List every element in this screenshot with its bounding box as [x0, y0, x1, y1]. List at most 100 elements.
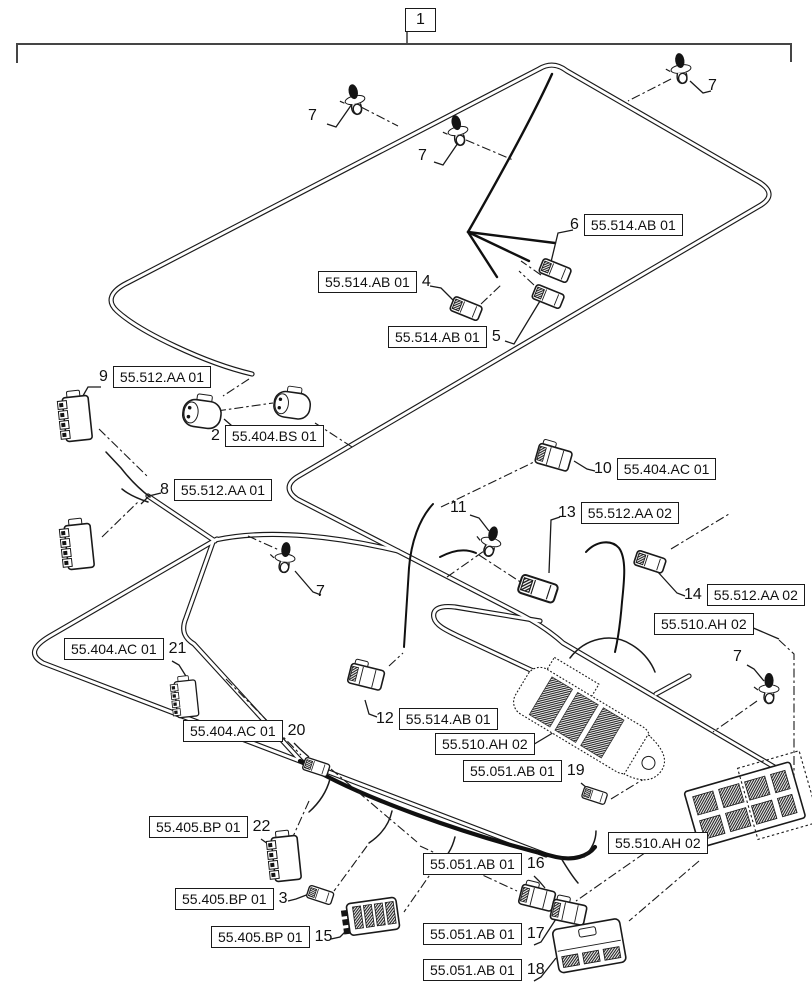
item-number: 12	[376, 710, 394, 728]
item-number: 18	[526, 961, 545, 979]
wire-bundle	[105, 72, 656, 884]
item-number: 20	[287, 722, 306, 740]
section-ref-box[interactable]: 55.514.AB 01	[398, 708, 498, 731]
connector-20-illustration	[301, 756, 331, 778]
item-number: 16	[526, 855, 545, 873]
callout-7-right: 7	[733, 649, 742, 665]
connector-22-illustration	[264, 828, 303, 884]
item-number: 7	[316, 583, 325, 600]
assembly-number-box[interactable]: 1	[405, 8, 436, 33]
item-number: 4	[421, 273, 431, 291]
assembly-bracket	[16, 32, 792, 63]
section-ref-box[interactable]: 55.405.BP 01	[175, 888, 274, 911]
connector-19-illustration	[580, 785, 609, 806]
fuse-box-illustration	[683, 750, 812, 848]
fuse-holder-illustration	[513, 656, 665, 781]
item-number: 21	[168, 640, 187, 658]
section-ref-box[interactable]: 55.405.BP 01	[211, 926, 310, 949]
connector-10-illustration	[533, 437, 575, 473]
section-ref-box[interactable]: 55.404.BS 01	[224, 425, 324, 448]
callout-7-center: 7	[316, 584, 325, 600]
retainer-clip-icon	[472, 522, 506, 560]
connector-21-illustration	[168, 674, 200, 719]
association-lines	[98, 78, 795, 922]
connector-17-illustration	[549, 893, 590, 927]
connector-2-mate-illustration	[271, 383, 314, 422]
item-number: 6	[570, 216, 579, 234]
section-ref-box[interactable]: 55.512.AA 01	[112, 366, 211, 389]
connector-9-illustration	[55, 388, 94, 444]
connector-14-illustration	[632, 549, 668, 575]
item-number: 2	[211, 427, 220, 445]
section-ref-box[interactable]: 55.514.AB 01	[388, 326, 487, 349]
item-number: 9	[99, 368, 108, 386]
section-ref-box[interactable]: 55.510.AH 02	[435, 733, 535, 756]
section-ref-box[interactable]: 55.405.BP 01	[149, 816, 248, 839]
item-number: 7	[418, 147, 427, 164]
section-ref-box[interactable]: 55.514.AB 01	[583, 214, 683, 237]
connector-3-illustration	[305, 884, 335, 906]
section-ref-box[interactable]: 55.051.AB 01	[423, 853, 522, 876]
item-number: 7	[708, 77, 717, 94]
section-ref-box[interactable]: 55.051.AB 01	[423, 959, 522, 982]
connector-18-illustration	[551, 917, 628, 975]
section-ref-box[interactable]: 55.404.AC 01	[616, 458, 717, 481]
connector-16-illustration	[517, 878, 558, 913]
callout-7-top-left: 7	[308, 108, 317, 124]
section-ref-box[interactable]: 55.510.AH 02	[654, 613, 754, 636]
item-number: 7	[308, 107, 317, 124]
item-number: 17	[526, 925, 545, 943]
item-number: 3	[278, 890, 288, 908]
section-ref-box[interactable]: 55.512.AA 02	[706, 584, 805, 607]
section-ref-box[interactable]: 55.051.AB 01	[463, 760, 562, 783]
section-ref-box[interactable]: 55.514.AB 01	[318, 271, 417, 294]
retainer-clip-icon	[336, 81, 369, 119]
section-ref-box[interactable]: 55.404.AC 01	[183, 720, 283, 743]
item-number: 11	[450, 499, 467, 516]
section-ref-box[interactable]: 55.404.AC 01	[64, 638, 164, 661]
section-ref-box[interactable]: 55.051.AB 01	[423, 923, 522, 946]
item-number: 14	[684, 586, 702, 604]
callout-7-top-right: 7	[708, 78, 717, 94]
section-ref-box[interactable]: 55.510.AH 02	[608, 832, 708, 855]
connector-12-illustration	[346, 657, 387, 692]
item-number: 8	[160, 481, 169, 499]
connector-6-illustration	[537, 257, 573, 284]
connector-8-illustration	[57, 516, 96, 572]
item-number: 10	[594, 460, 612, 478]
callout-11: 11	[450, 500, 467, 516]
callout-1: 1	[405, 8, 436, 33]
item-number: 13	[558, 504, 576, 522]
ref-55-510-ah-02-bottom: 55.510.AH 02	[608, 832, 708, 855]
connector-5-illustration	[530, 283, 566, 310]
connector-13-illustration	[516, 573, 560, 605]
section-ref-box[interactable]: 55.512.AA 01	[173, 479, 272, 502]
connector-4-illustration	[448, 295, 484, 322]
item-number: 22	[252, 818, 271, 836]
connector-15-illustration	[339, 896, 401, 938]
section-ref-box[interactable]: 55.512.AA 02	[580, 502, 679, 525]
retainer-clip-icon	[267, 539, 298, 575]
ref-55-510-ah-02-right: 55.510.AH 02	[654, 613, 754, 636]
retainer-clip-icon	[753, 672, 780, 705]
item-number: 19	[566, 762, 585, 780]
